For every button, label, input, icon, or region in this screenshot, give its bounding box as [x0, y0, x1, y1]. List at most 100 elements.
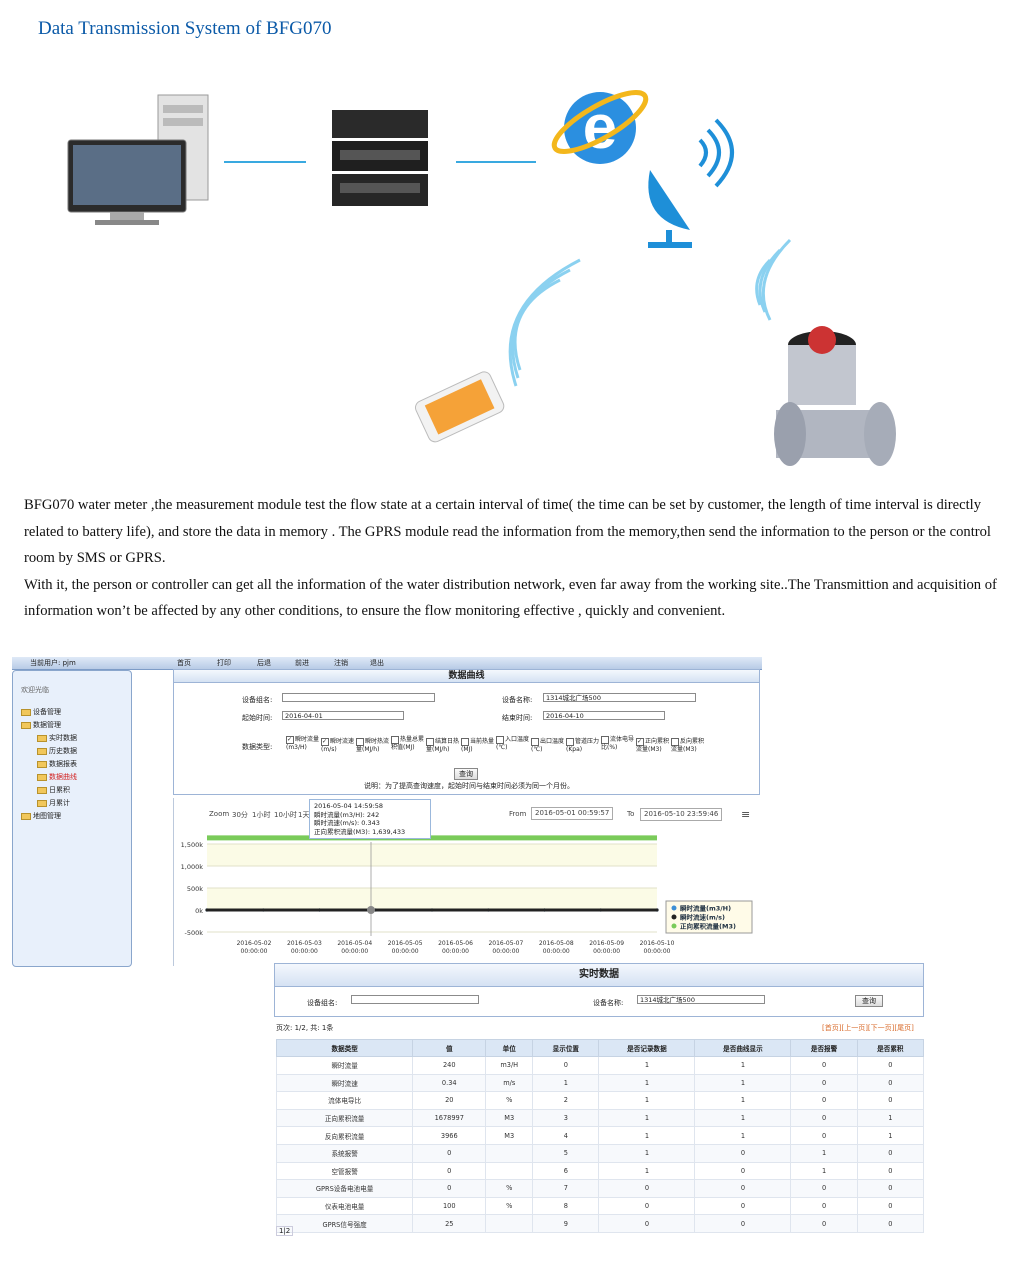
table-cell: 0: [694, 1161, 792, 1181]
data-type-checkbox[interactable]: 当前热量(MJ): [461, 738, 494, 753]
table-cell: 5: [532, 1143, 600, 1163]
data-point: [317, 908, 322, 912]
folder-icon: [21, 721, 31, 729]
x-tick-label: 00:00:00: [492, 948, 519, 955]
zoom-option[interactable]: 1天: [298, 811, 310, 819]
legend-label: 瞬时流量(m3/H): [680, 904, 731, 913]
checkbox-label: 瞬时流量(m3/H): [286, 736, 320, 751]
end-date-input[interactable]: 2016-04-10: [543, 711, 665, 720]
grid-band: [207, 910, 657, 932]
data-type-checkbox[interactable]: 反向累积流量(M3): [671, 738, 704, 753]
table-cell: 0: [790, 1091, 858, 1110]
folder-icon: [37, 773, 47, 781]
start-date-input[interactable]: 2016-04-01: [282, 711, 404, 720]
folder-icon: [37, 799, 47, 807]
from-date-input[interactable]: 2016-05-01 00:59:57: [531, 807, 614, 820]
table-cell: 1: [694, 1108, 792, 1128]
checkbox-empty-icon: [671, 738, 679, 746]
data-type-checkbox[interactable]: ✓瞬时流速(m/s): [321, 738, 354, 753]
curve-query-button[interactable]: 查询: [454, 768, 478, 780]
x-tick-label: 2016-05-08: [539, 940, 574, 947]
data-type-checkbox[interactable]: 瞬时热流量(MJ/h): [356, 738, 389, 753]
data-type-checkbox[interactable]: 热量总累积值(MJ): [391, 736, 424, 751]
x-tick-label: 00:00:00: [442, 948, 469, 955]
table-cell: 0: [790, 1126, 858, 1145]
page-number-links[interactable]: 1|2: [276, 1226, 294, 1236]
grid-band: [207, 888, 657, 910]
chart-tooltip: 2016-05-04 14:59:58 瞬时流量(m3/H): 242 瞬时流速…: [309, 799, 431, 839]
table-cell: 1: [598, 1161, 696, 1181]
tab-forward[interactable]: 前进: [295, 659, 309, 667]
zoom-option[interactable]: 1小时: [252, 811, 271, 819]
grid-band: [207, 844, 657, 866]
table-cell: [485, 1214, 534, 1233]
rt-group-select[interactable]: [351, 995, 479, 1004]
table-cell: 20: [412, 1091, 487, 1110]
x-tick-label: 2016-05-02: [237, 940, 272, 947]
curve-query-panel: 数据曲线 设备组名: 设备名称: 1314城北广场500 起始时间: 2016-…: [173, 669, 760, 795]
server-rack-icon: [332, 110, 428, 206]
rt-query-button[interactable]: 查询: [855, 995, 883, 1007]
tab-home[interactable]: 首页: [177, 659, 191, 667]
data-type-checkbox[interactable]: 流体电导比(%): [601, 736, 634, 751]
x-tick-label: 00:00:00: [392, 948, 419, 955]
group-select[interactable]: [282, 693, 435, 702]
table-cell: 空管报警: [275, 1161, 414, 1181]
table-cell: M3: [485, 1126, 534, 1145]
data-type-checkbox[interactable]: ✓正向累积流量(M3): [636, 738, 669, 753]
tab-back[interactable]: 后退: [257, 659, 271, 667]
tree-item-report[interactable]: 数据报表: [37, 759, 77, 769]
folder-icon: [37, 786, 47, 794]
pager-links[interactable]: [首页][上一页][下一页][尾页]: [822, 1024, 914, 1032]
table-cell: %: [485, 1179, 534, 1198]
checkbox-label: 瞬时流速(m/s): [321, 738, 355, 753]
data-type-checkbox[interactable]: 结算日热量(MJ/h): [426, 738, 459, 753]
x-tick-label: 00:00:00: [593, 948, 620, 955]
tree-item-curve[interactable]: 数据曲线: [37, 772, 77, 782]
legend-label: 瞬时流速(m/s): [680, 913, 725, 922]
zoom-option[interactable]: 10小时: [274, 811, 297, 819]
data-type-checkbox[interactable]: 出口温度(℃): [531, 738, 564, 753]
table-cell: 0: [790, 1056, 858, 1075]
tree-item-data[interactable]: 数据管理: [21, 720, 61, 730]
data-type-checkbox[interactable]: 入口温度(℃): [496, 736, 529, 751]
data-type-checkbox[interactable]: 管道压力(Kpa): [566, 738, 599, 753]
folder-icon: [21, 708, 31, 716]
y-tick-label: 500k: [187, 885, 203, 893]
checkbox-empty-icon: [601, 736, 609, 744]
tree-item-device[interactable]: 设备管理: [21, 707, 61, 717]
tab-logout[interactable]: 注销: [334, 659, 348, 667]
table-cell: 仪表电池电量: [275, 1196, 414, 1216]
realtime-panel: 实时数据 设备组名: 设备名称: 1314城北广场500 查询: [274, 963, 924, 1017]
tree-item-history[interactable]: 历史数据: [37, 746, 77, 756]
to-date-input[interactable]: 2016-05-10 23:59:46: [640, 808, 723, 821]
table-cell: GPRS信号强度: [275, 1214, 414, 1233]
tree-item-map[interactable]: 地图管理: [21, 811, 61, 821]
sidebar: 欢迎光临 设备管理 数据管理 实时数据 历史数据 数据报表 数据曲线 日累积 月…: [12, 670, 132, 967]
tree-item-realtime[interactable]: 实时数据: [37, 733, 77, 743]
menu-icon[interactable]: ≡: [741, 808, 751, 821]
device-select[interactable]: 1314城北广场500: [543, 693, 696, 702]
table-cell: 25: [412, 1214, 487, 1233]
tree-item-daily[interactable]: 日累积: [37, 785, 70, 795]
tab-print[interactable]: 打印: [217, 659, 231, 667]
column-header: 是否累积: [856, 1039, 925, 1057]
x-tick-label: 2016-05-05: [388, 940, 423, 947]
tree-item-monthly[interactable]: 月累计: [37, 798, 70, 808]
data-type-checkbox[interactable]: ✓瞬时流量(m3/H): [286, 736, 319, 751]
page-info: 页次: 1/2, 共: 1条: [276, 1024, 334, 1032]
table-cell: 1: [856, 1126, 925, 1145]
table-cell: 1: [598, 1091, 696, 1110]
zoom-option[interactable]: 30分: [232, 811, 248, 819]
satellite-dish-icon: [648, 118, 734, 248]
table-cell: %: [485, 1196, 534, 1216]
tab-exit[interactable]: 退出: [370, 659, 384, 667]
rt-device-select[interactable]: 1314城北广场500: [637, 995, 765, 1004]
table-cell: 0: [598, 1179, 696, 1198]
checkbox-label: 反向累积流量(M3): [671, 738, 705, 753]
group-label: 设备组名:: [242, 696, 273, 704]
